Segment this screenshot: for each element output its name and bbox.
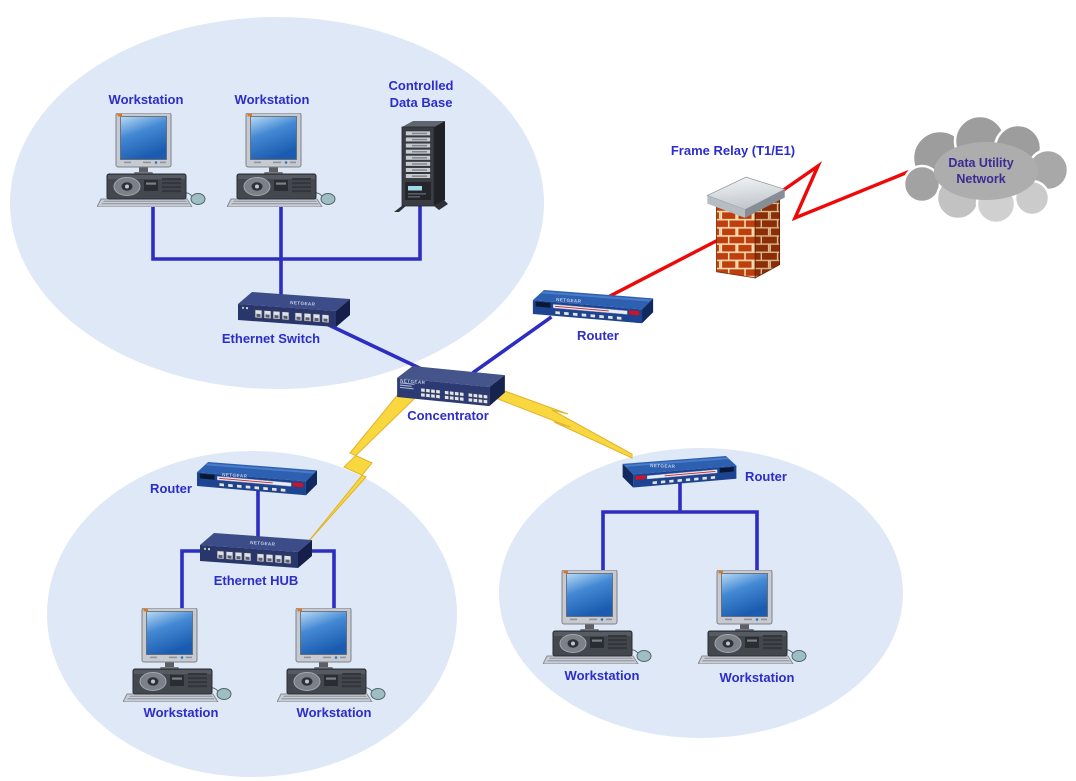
firewall-frame-relay-node (706, 176, 786, 279)
frame-relay-label: Frame Relay (T1/E1) (670, 143, 796, 158)
link-firewall-to-cloud (770, 161, 910, 222)
concentrator-label: Concentrator (407, 408, 489, 423)
bottom-right-lan-ellipse (499, 448, 903, 738)
workstation-label-bottom-right-2: Workstation (719, 670, 795, 685)
workstation-label-bottom-left-2: Workstation (296, 705, 372, 720)
concentrator-brand-text: NETGEAR (400, 378, 426, 385)
link-router-to-firewall (608, 236, 724, 298)
switch-brand-text: NETGEAR (290, 300, 316, 307)
router-label-bottom-right: Router (745, 469, 787, 484)
database-label-line1: Controlled (388, 78, 454, 93)
link-hub-to-workstation-left (180, 549, 208, 614)
router-backbone-brand-text: NETGEAR (556, 297, 582, 304)
cloud-label: Data Utility Network (948, 155, 1013, 188)
database-label: Controlled Data Base (389, 78, 454, 112)
hub-brand-text: NETGEAR (250, 540, 276, 547)
cloud-label-line2: Network (956, 172, 1006, 187)
database-server-node (394, 120, 449, 212)
workstation-label-top-left-2: Workstation (234, 92, 310, 107)
lightning-link-to-router (497, 389, 633, 459)
link-workstations-to-switch (151, 198, 422, 302)
link-router-to-workstations (601, 482, 759, 576)
ethernet-hub-label: Ethernet HUB (213, 573, 299, 588)
ethernet-switch-label: Ethernet Switch (221, 331, 321, 346)
link-concentrator-to-router (471, 315, 553, 375)
bottom-left-lan-ellipse (47, 451, 457, 777)
workstation-label-top-left-1: Workstation (108, 92, 184, 107)
router-bottom-right-brand-text: NETGEAR (650, 463, 676, 469)
router-label-bottom-left: Router (150, 481, 192, 496)
workstation-label-bottom-right-1: Workstation (564, 668, 640, 683)
database-label-line2: Data Base (389, 94, 453, 110)
link-hub-to-workstation-right (304, 549, 336, 614)
router-label-backbone: Router (577, 328, 619, 343)
workstation-label-bottom-left-1: Workstation (143, 705, 219, 720)
lightning-link-to-hub (307, 386, 417, 543)
cloud-label-line1: Data Utility (948, 156, 1014, 170)
router-bottom-left-brand-text: NETGEAR (222, 472, 248, 479)
